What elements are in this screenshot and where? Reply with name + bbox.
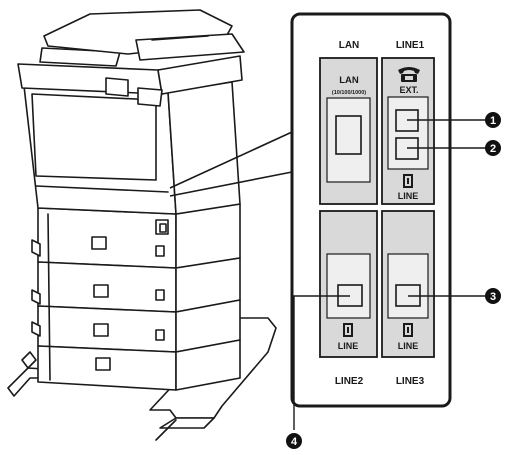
callout-badge-4: 4 xyxy=(286,433,302,449)
callout-badge-1: 1 xyxy=(485,112,501,128)
header-line2: LINE2 xyxy=(335,376,364,387)
callout-badge-3: 3 xyxy=(485,288,501,304)
zoom-leader-line xyxy=(169,131,293,197)
fax-line-icon xyxy=(403,174,413,188)
fax-line-icon xyxy=(343,323,353,337)
callout-badge-2: 2 xyxy=(485,140,501,156)
svg-text:3: 3 xyxy=(490,291,496,303)
header-line1: LINE1 xyxy=(396,40,425,51)
line1-module: EXT. LINE xyxy=(381,57,435,205)
line3-module: LINE xyxy=(381,210,435,358)
callout-line-4 xyxy=(293,295,350,430)
lan-port-speed: (10/100/1000) xyxy=(332,90,366,96)
svg-text:4: 4 xyxy=(291,436,298,448)
lan-port-title: LAN xyxy=(339,75,359,86)
fax-line-icon xyxy=(403,323,413,337)
connector-panel: LAN LINE1 LAN (10/100/1000) EXT. xyxy=(290,12,452,408)
lan-port xyxy=(335,115,362,155)
line1-label: LINE xyxy=(398,191,419,201)
line2-module: LINE xyxy=(319,210,378,358)
phone-handset-icon xyxy=(398,67,420,82)
paper-cassettes xyxy=(31,194,241,391)
lan-module: LAN (10/100/1000) xyxy=(319,57,378,205)
line3-port-label: LINE xyxy=(398,341,419,351)
scanner-unit xyxy=(17,9,245,107)
ext-label: EXT. xyxy=(399,85,418,95)
svg-text:1: 1 xyxy=(490,115,496,127)
svg-text:2: 2 xyxy=(490,143,496,155)
printer-illustration xyxy=(7,9,277,441)
header-line3: LINE3 xyxy=(396,376,425,387)
callouts xyxy=(293,119,486,430)
header-lan: LAN xyxy=(339,40,360,51)
line2-port-label: LINE xyxy=(338,341,359,351)
